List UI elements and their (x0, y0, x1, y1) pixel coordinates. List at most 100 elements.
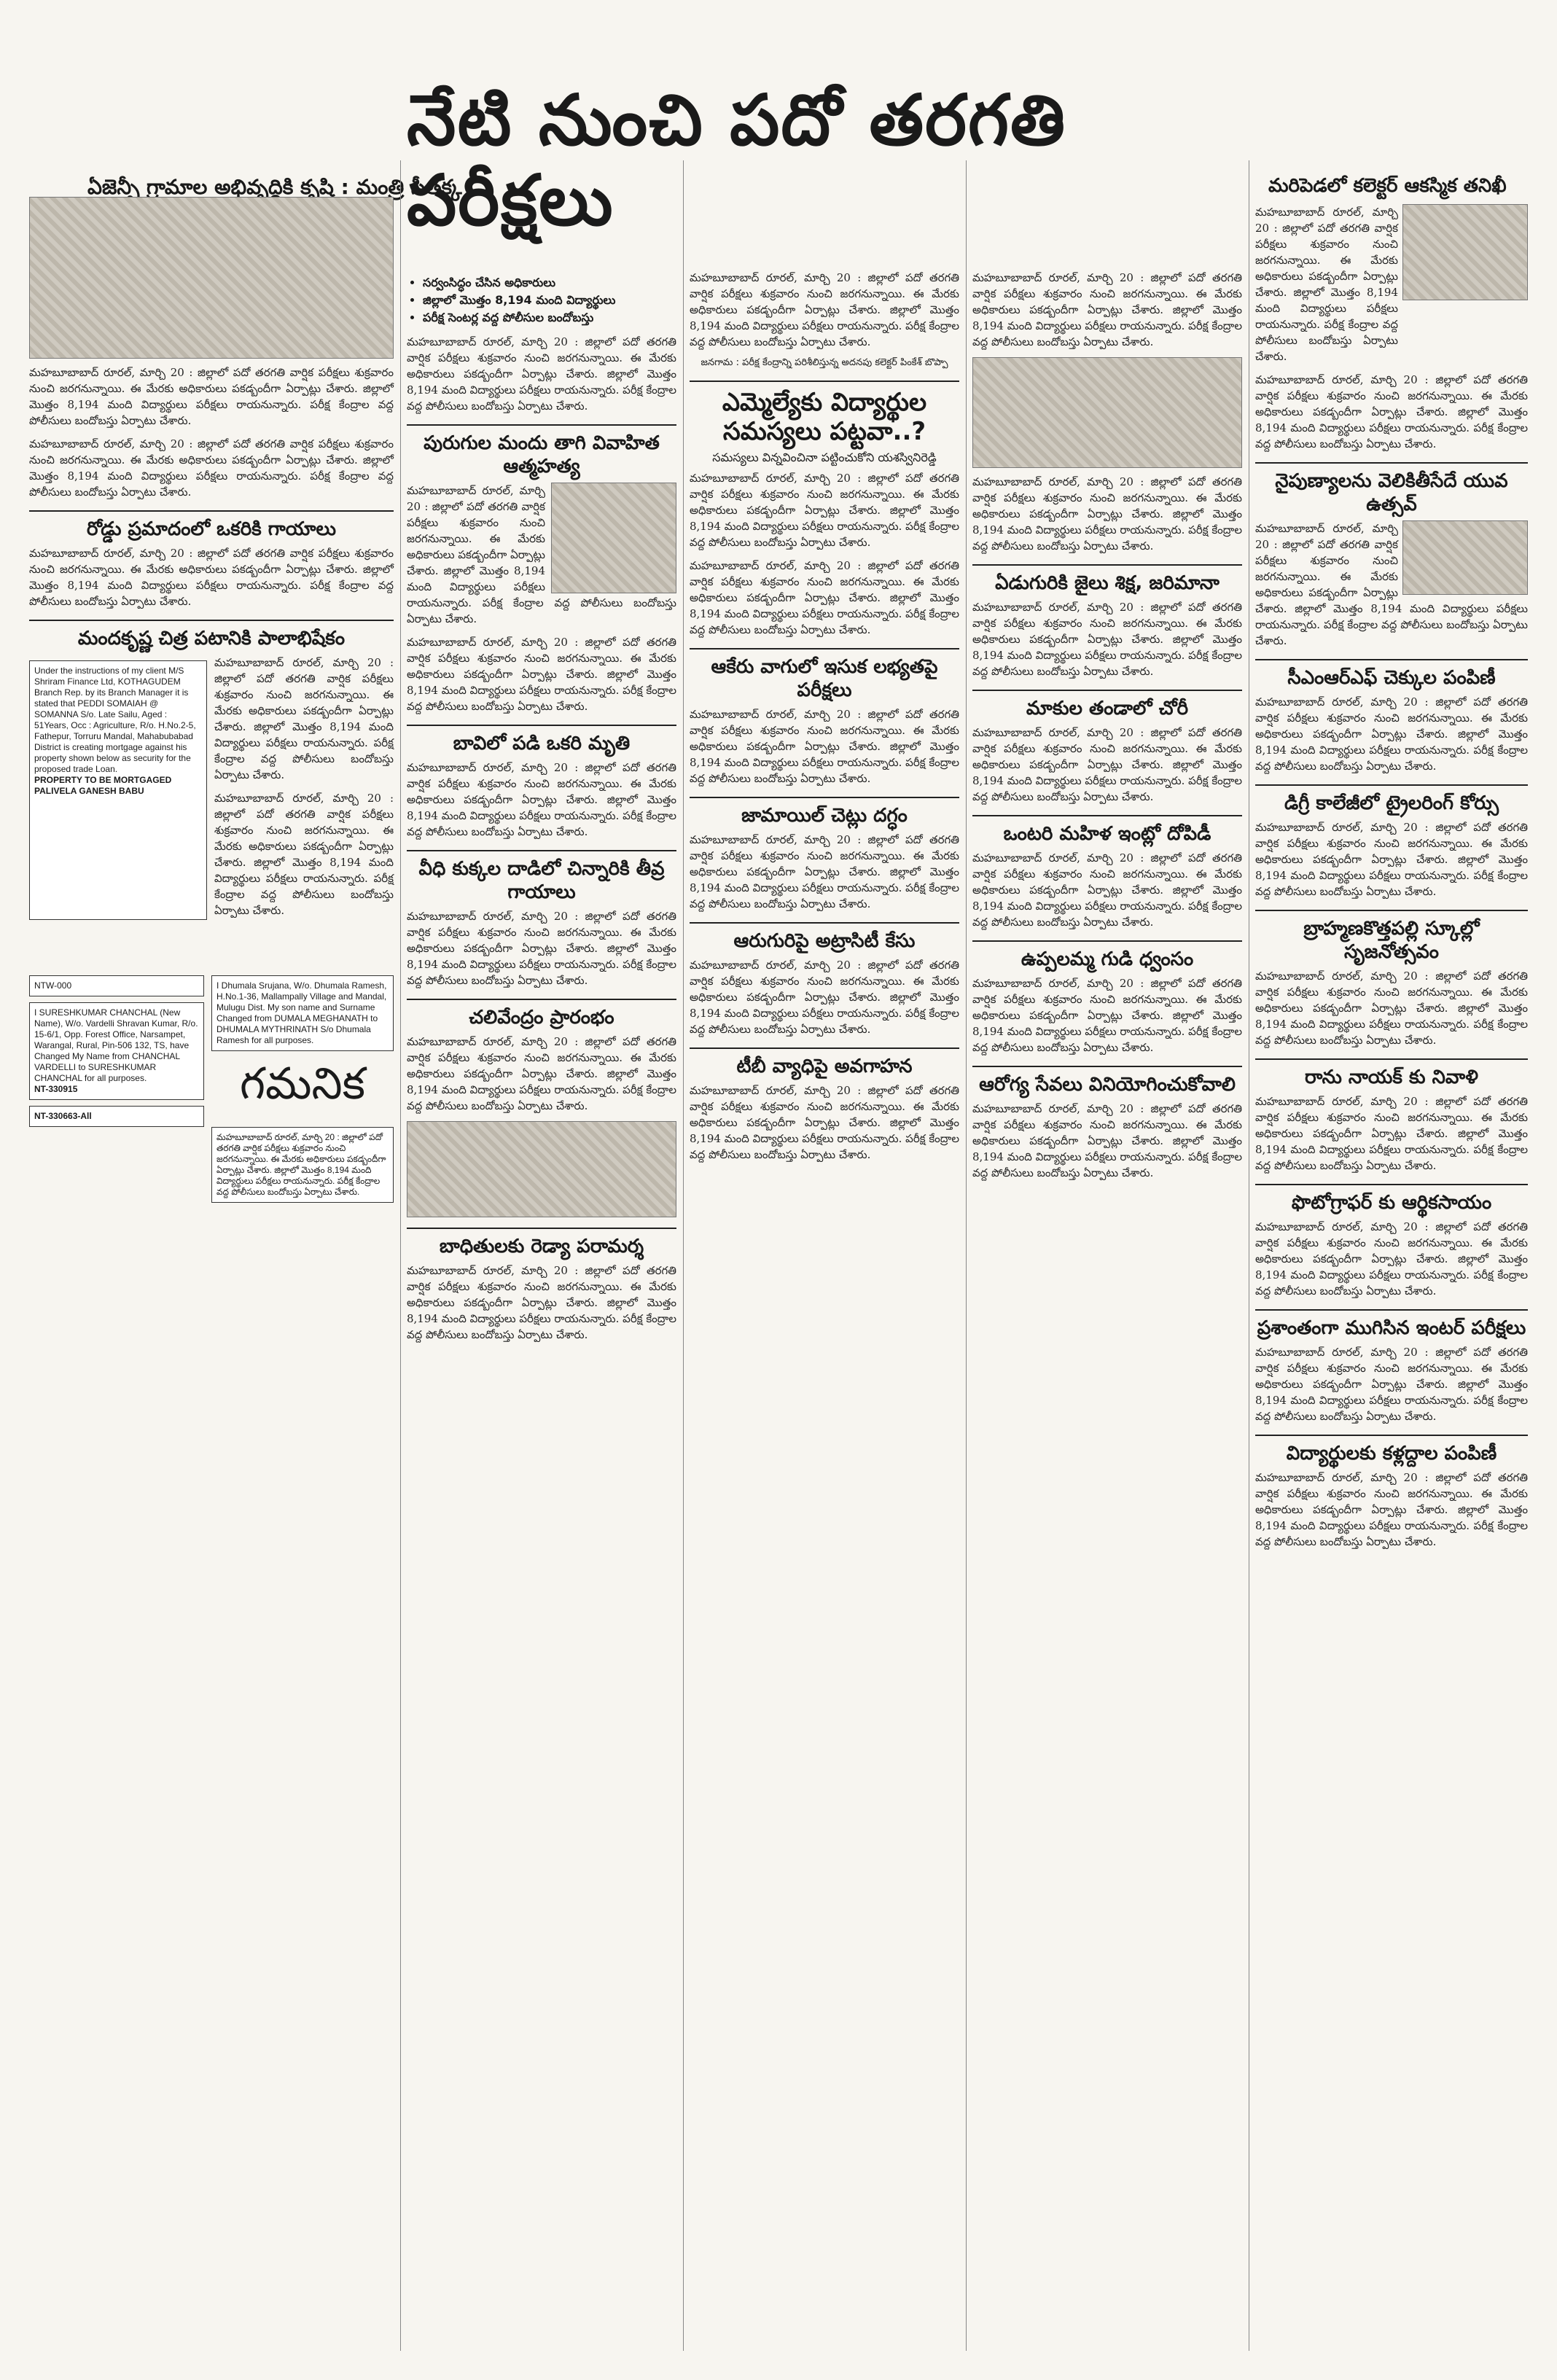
article-headline: బాధితులకు రెడ్యా పరామర్శ (407, 1228, 676, 1258)
article-body: మహబూబాబాద్ రూరల్, మార్చి 20 : జిల్లాలో ప… (1255, 1471, 1528, 1548)
article-body: మహబూబాబాద్ రూరల్, మార్చి 20 : జిల్లాలో ప… (1255, 821, 1528, 898)
bullet-item: జిల్లాలో మొత్తం 8,194 మంది విద్యార్థులు (423, 292, 676, 309)
name-change-ad: I Dhumala Srujana, W/o. Dhumala Ramesh, … (211, 975, 394, 1051)
name-change-text: I SURESHKUMAR CHANCHAL (New Name), W/o. … (34, 1007, 198, 1083)
article-body: మహబూబాబాద్ రూరల్, మార్చి 20 : జిల్లాలో ప… (972, 851, 1242, 929)
article-body: మహబూబాబాద్ రూరల్, మార్చి 20 : జిల్లాలో ప… (29, 366, 394, 427)
article-body: మహబూబాబాద్ రూరల్, మార్చి 20 : జిల్లాలో ప… (407, 484, 676, 625)
article-photo (1402, 520, 1528, 595)
column-divider (966, 160, 967, 2351)
article-headline: మందకృష్ణ చిత్ర పటానికి పాలాభిషేకం (29, 620, 394, 650)
property-ad-title: PROPERTY TO BE MORTGAGED (34, 775, 172, 785)
article-headline: బావిలో పడి ఒకరి మృతి (407, 725, 676, 755)
article-body: మహబూబాబాద్ రూరల్, మార్చి 20 : జిల్లాలో ప… (690, 708, 959, 785)
article-body: మహబూబాబాద్ రూరల్, మార్చి 20 : జిల్లాలో ప… (1255, 373, 1528, 450)
article-body: మహబూబాబాద్ రూరల్, మార్చి 20 : జిల్లాలో ప… (972, 977, 1242, 1054)
article-photo (972, 357, 1242, 468)
article-body: మహబూబాబాద్ రూరల్, మార్చి 20 : జిల్లాలో ప… (1255, 1220, 1528, 1298)
article-headline: డిగ్రీ కాలేజీలో ట్రైలరింగ్ కోర్సు (1255, 784, 1528, 815)
article-body: మహబూబాబాద్ రూరల్, మార్చి 20 : జిల్లాలో ప… (407, 636, 676, 713)
article-headline: వీధి కుక్కల దాడిలో చిన్నారికి తీవ్ర గాయా… (407, 850, 676, 904)
article-body: మహబూబాబాద్ రూరల్, మార్చి 20 : జిల్లాలో ప… (407, 1264, 676, 1341)
article-headline: ఆరోగ్య సేవలు వినియోగించుకోవాలి (972, 1066, 1242, 1096)
ad-code: NTW-000 (34, 980, 72, 991)
name-change-text: I Dhumala Srujana, W/o. Dhumala Ramesh, … (216, 980, 387, 1045)
article-headline: ఉప్పలమ్మ గుడి ధ్వంసం (972, 940, 1242, 971)
article-body: మహబూబాబాద్ రూరల్, మార్చి 20 : జిల్లాలో ప… (214, 656, 394, 781)
property-ad-body: Under the instructions of my client M/S … (34, 666, 196, 774)
article-body: మహబూబాబాద్ రూరల్, మార్చి 20 : జిల్లాలో ప… (407, 335, 676, 413)
lead-photo-caption: జనగామ : పరీక్ష కేంద్రాన్ని పరిశీలిస్తున్… (701, 357, 948, 368)
article-body: మహబూబాబాద్ రూరల్, మార్చి 20 : జిల్లాలో ప… (1255, 206, 1398, 363)
article-photo (407, 1121, 676, 1217)
article-body: మహబూబాబాద్ రూరల్, మార్చి 20 : జిల్లాలో ప… (972, 475, 1242, 553)
property-ad: Under the instructions of my client M/S … (29, 660, 207, 920)
column-3: మహబూబాబాద్ రూరల్, మార్చి 20 : జిల్లాలో ప… (690, 270, 959, 1170)
bullet-item: సర్వంసిద్ధం చేసిన అధికారులు (423, 274, 676, 292)
article-headline: సీఎంఆర్ఎఫ్ చెక్కుల పంపిణీ (1255, 659, 1528, 690)
article-body: మహబూబాబాద్ రూరల్, మార్చి 20 : జిల్లాలో ప… (407, 1035, 676, 1112)
article-headline: నైపుణ్యాలను వెలికితీసేదే యువ ఉత్సవ్ (1255, 462, 1528, 516)
ad-code: NT-330663-All (34, 1111, 92, 1121)
article-headline: చలివేంద్రం ప్రారంభం (407, 999, 676, 1029)
article-headline: రోడ్డు ప్రమాదంలో ఒకరికి గాయాలు (29, 510, 394, 541)
article-body: మహబూబాబాద్ రూరల్, మార్చి 20 : జిల్లాలో ప… (972, 1102, 1242, 1179)
article-subheadline: సమస్యలు విన్నవించినా పట్టించుకోని యశస్వి… (712, 450, 937, 464)
article-body: మహబూబాబాద్ రూరల్, మార్చి 20 : జిల్లాలో ప… (972, 601, 1242, 678)
article-body: మహబూబాబాద్ రూరల్, మార్చి 20 : జిల్లాలో ప… (972, 726, 1242, 803)
lead-headline: నేటి నుంచి పదో తరగతి పరీక్షలు (407, 79, 1067, 241)
article-body: మహబూబాబాద్ రూరల్, మార్చి 20 : జిల్లాలో ప… (1255, 969, 1528, 1047)
article-body: మహబూబాబాద్ రూరల్, మార్చి 20 : జిల్లాలో ప… (690, 472, 959, 549)
article-body: మహబూబాబాద్ రూరల్, మార్చి 20 : జిల్లాలో ప… (407, 761, 676, 838)
article-headline: ఫొటోగ్రాఫర్ కు ఆర్థికసాయం (1255, 1184, 1528, 1214)
column-4: మహబూబాబాద్ రూరల్, మార్చి 20 : జిల్లాలో ప… (972, 270, 1242, 1188)
article-body: మహబూబాబాద్ రూరల్, మార్చి 20 : జిల్లాలో ప… (690, 833, 959, 910)
column-divider (683, 160, 684, 2351)
classified-ad: NT-330663-All (29, 1106, 204, 1127)
article-body: మహబూబాబాద్ రూరల్, మార్చి 20 : జిల్లాలో ప… (1255, 1095, 1528, 1172)
article-headline: టీబీ వ్యాధిపై అవగాహన (690, 1047, 959, 1078)
right-top-headline: మరిపెడలో కలెక్టర్ ఆకస్మిక తనిఖీ (1268, 175, 1507, 197)
article-headline: ఆరుగురిపై అట్రాసిటీ కేసు (690, 922, 959, 953)
classified-ad: NTW-000 (29, 975, 204, 996)
article-headline: ఎమ్మెల్యేకు విద్యార్థుల సమస్యలు పట్టవా..… (690, 381, 959, 446)
name-change-ad: I SURESHKUMAR CHANCHAL (New Name), W/o. … (29, 1002, 204, 1100)
bullet-item: పరీక్ష సెంటర్ల వద్ద పోలీసుల బందోబస్తు (423, 309, 676, 327)
article-body: మహబూబాబాద్ రూరల్, మార్చి 20 : జిల్లాలో ప… (690, 959, 959, 1036)
left-top-headline: ఏజెన్సీ గ్రామాల అభివృద్ధికి కృషి : మంత్ర… (87, 175, 462, 199)
article-headline: ఆకేరు వాగులో ఇసుక లభ్యతపై పరీక్షలు (690, 648, 959, 702)
article-body: మహబూబాబాద్ రూరల్, మార్చి 20 : జిల్లాలో ప… (690, 1084, 959, 1161)
article-photo (551, 483, 676, 593)
notice-heading: గమనిక (240, 1058, 365, 1109)
article-body: మహబూబాబాద్ రూరల్, మార్చి 20 : జిల్లాలో ప… (690, 559, 959, 636)
article-headline: జామాయిల్ చెట్లు దగ్ధం (690, 797, 959, 827)
column-2: సర్వంసిద్ధం చేసిన అధికారులు జిల్లాలో మొత… (407, 270, 676, 1350)
article-body: మహబూబాబాద్ రూరల్, మార్చి 20 : జిల్లాలో ప… (1255, 522, 1528, 647)
article-headline: ప్రశాంతంగా ముగిసిన ఇంటర్ పరీక్షలు (1255, 1309, 1528, 1340)
column-1: మహబూబాబాద్ రూరల్, మార్చి 20 : జిల్లాలో ప… (29, 197, 394, 1209)
lead-bullets: సర్వంసిద్ధం చేసిన అధికారులు జిల్లాలో మొత… (407, 274, 676, 327)
article-body: మహబూబాబాద్ రూరల్, మార్చి 20 : జిల్లాలో ప… (1255, 695, 1528, 773)
article-headline: పురుగుల మందు తాగి వివాహిత ఆత్మహత్య (407, 424, 676, 478)
article-body: మహబూబాబాద్ రూరల్, మార్చి 20 : జిల్లాలో ప… (29, 547, 394, 608)
newspaper-page: ఏజెన్సీ గ్రామాల అభివృద్ధికి కృషి : మంత్ర… (29, 29, 1528, 2351)
article-body: మహబూబాబాద్ రూరల్, మార్చి 20 : జిల్లాలో ప… (407, 910, 676, 987)
property-ad-name: PALIVELA GANESH BABU (34, 786, 144, 796)
article-body: మహబూబాబాద్ రూరల్, మార్చి 20 : జిల్లాలో ప… (1255, 1346, 1528, 1423)
article-body: మహబూబాబాద్ రూరల్, మార్చి 20 : జిల్లాలో ప… (972, 271, 1242, 348)
article-headline: ఒంటరి మహిళ ఇంట్లో దోపిడీ (972, 815, 1242, 846)
article-headline: బ్రాహ్మణకొత్తపల్లి స్కూల్లో సృజనోత్సవం (1255, 910, 1528, 964)
column-divider (400, 160, 401, 2351)
column-5: మహబూబాబాద్ రూరల్, మార్చి 20 : జిల్లాలో ప… (1255, 204, 1528, 1557)
article-body: మహబూబాబాద్ రూరల్, మార్చి 20 : జిల్లాలో ప… (214, 792, 394, 917)
ad-code: NT-330915 (34, 1084, 78, 1094)
article-photo (29, 197, 394, 359)
article-headline: మాకుల తండాలో చోరీ (972, 690, 1242, 720)
article-body: మహబూబాబాద్ రూరల్, మార్చి 20 : జిల్లాలో ప… (29, 437, 394, 499)
article-headline: ఏడుగురికి జైలు శిక్ష, జరిమానా (972, 564, 1242, 595)
article-photo (1402, 204, 1528, 300)
article-body: మహబూబాబాద్ రూరల్, మార్చి 20 : జిల్లాలో ప… (690, 271, 959, 348)
article-headline: విద్యార్థులకు కళ్లద్దాల పంపిణీ (1255, 1435, 1528, 1465)
notice-text: మహబూబాబాద్ రూరల్, మార్చి 20 : జిల్లాలో ప… (211, 1127, 394, 1203)
article-headline: రాను నాయక్ కు నివాళి (1255, 1058, 1528, 1089)
